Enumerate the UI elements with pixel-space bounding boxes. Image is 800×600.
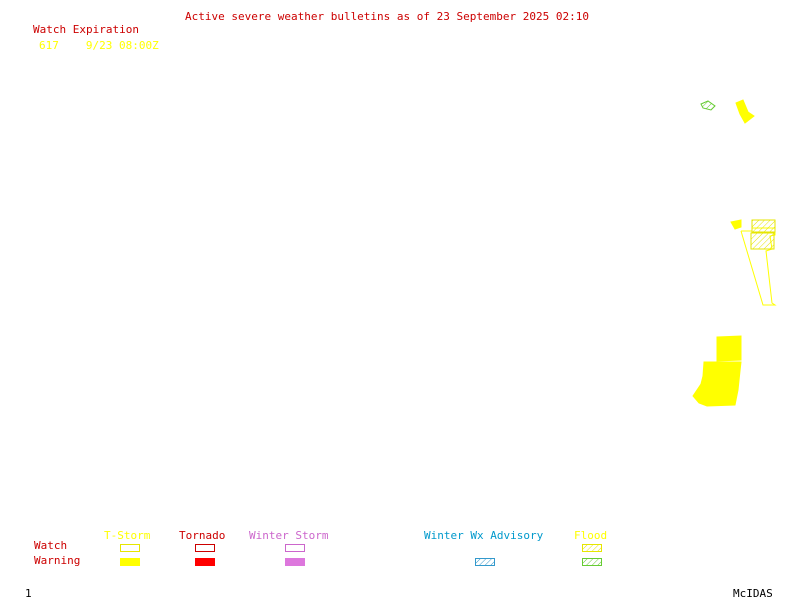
legend-winter-storm-watch-swatch <box>285 544 305 552</box>
legend-tornado-watch-swatch <box>195 544 215 552</box>
watch-number: 617 <box>39 39 59 52</box>
legend-watch-label: Watch <box>34 539 68 552</box>
legend-flood-label: Flood <box>574 529 608 542</box>
tstorm-warning-area <box>716 335 742 362</box>
watch-expiration-row: 617 9/23 08:00Z <box>39 40 159 52</box>
brand-label: McIDAS <box>733 587 773 600</box>
frame-number: 1 <box>25 587 32 600</box>
flood-watch-area <box>750 232 775 250</box>
tstorm-warning-area <box>692 361 742 407</box>
tstorm-warning-area <box>735 99 755 124</box>
flood-watch-area <box>751 219 776 233</box>
legend-winter-wx-advisory-label: Winter Wx Advisory <box>424 529 544 542</box>
watch-expiration-heading: Watch Expiration <box>33 23 139 36</box>
legend-flood-watch-swatch <box>582 544 602 552</box>
legend-tornado-label: Tornado <box>179 529 226 542</box>
tstorm-warning-area <box>730 219 742 230</box>
bulletin-title: Active severe weather bulletins as of 23… <box>185 10 589 23</box>
legend-winter-wx-advisory-swatch <box>475 558 495 566</box>
watch-expiration-time: 9/23 08:00Z <box>85 39 159 52</box>
legend-tstorm-watch-swatch <box>120 544 140 552</box>
legend-tstorm-warning-swatch <box>120 558 140 566</box>
legend-tstorm-label: T-Storm <box>104 529 151 542</box>
legend-winter-storm-warning-swatch <box>285 558 305 566</box>
legend-winter-storm-label: Winter Storm <box>249 529 329 542</box>
flood-warning-area <box>700 100 716 111</box>
legend-flood-warning-swatch <box>582 558 602 566</box>
legend-tornado-warning-swatch <box>195 558 215 566</box>
legend-warning-label: Warning <box>34 554 81 567</box>
